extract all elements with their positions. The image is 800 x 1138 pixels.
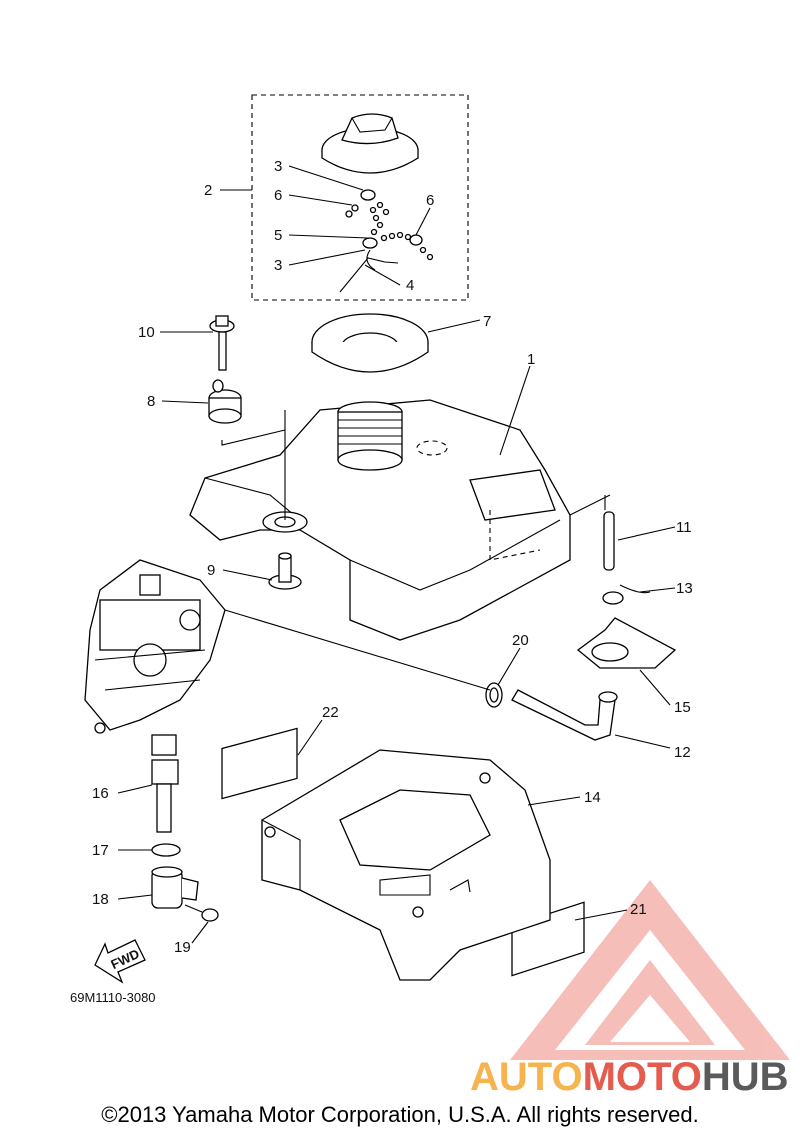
callout-5: 5: [274, 227, 282, 244]
callout-9: 9: [207, 562, 215, 579]
watermark-logo-icon: [510, 880, 790, 1060]
cap-chain: [339, 189, 434, 293]
plate-15: [576, 617, 677, 669]
grommet-8: [208, 379, 242, 424]
bolt-10: [209, 315, 235, 371]
diagram-code: 69M1110-3080: [70, 990, 156, 1005]
callout-6b: 6: [426, 192, 434, 209]
fwd-arrow-icon: [94, 939, 146, 984]
callout-4: 4: [406, 277, 414, 294]
callout-18: 18: [92, 891, 109, 908]
callout-10: 10: [138, 324, 155, 341]
callout-20: 20: [512, 632, 529, 649]
hose-clip-20: [485, 682, 503, 708]
cap-assembly-box: [251, 94, 469, 301]
callout-15: 15: [674, 699, 691, 716]
grommet-9: [268, 552, 302, 590]
callout-2: 2: [204, 182, 212, 199]
fuel-filter: [311, 313, 429, 373]
fuel-tank: [189, 399, 611, 641]
leader-lines: [117, 165, 676, 944]
callout-3a: 3: [274, 158, 282, 175]
callout-12: 12: [674, 744, 691, 761]
fuel-hose: [511, 689, 618, 741]
carburetor: [84, 559, 226, 734]
watermark-text: AUTOMOTOHUB: [470, 1055, 789, 1099]
pin-11: [603, 511, 615, 571]
callout-8: 8: [147, 393, 155, 410]
callout-14: 14: [584, 789, 601, 806]
callout-11: 11: [676, 519, 692, 536]
fuel-cock-16: [151, 734, 179, 833]
callout-21: 21: [630, 901, 647, 918]
callout-7: 7: [483, 313, 491, 330]
copyright-notice: ©2013 Yamaha Motor Corporation, U.S.A. A…: [101, 1102, 699, 1127]
callout-6a: 6: [274, 187, 282, 204]
fuel-cap: [321, 113, 419, 174]
clip-13: [602, 584, 651, 605]
screw-19: [184, 904, 219, 922]
callout-3b: 3: [274, 257, 282, 274]
callout-13: 13: [676, 580, 693, 597]
bottom-cowling: [261, 749, 551, 981]
bracket-18: [151, 866, 199, 909]
label-22: [221, 727, 298, 800]
o-ring-17: [151, 843, 181, 857]
callout-16: 16: [92, 785, 109, 802]
callout-1: 1: [527, 351, 535, 368]
callout-17: 17: [92, 842, 109, 859]
callout-19: 19: [174, 939, 191, 956]
callout-22: 22: [322, 704, 339, 721]
